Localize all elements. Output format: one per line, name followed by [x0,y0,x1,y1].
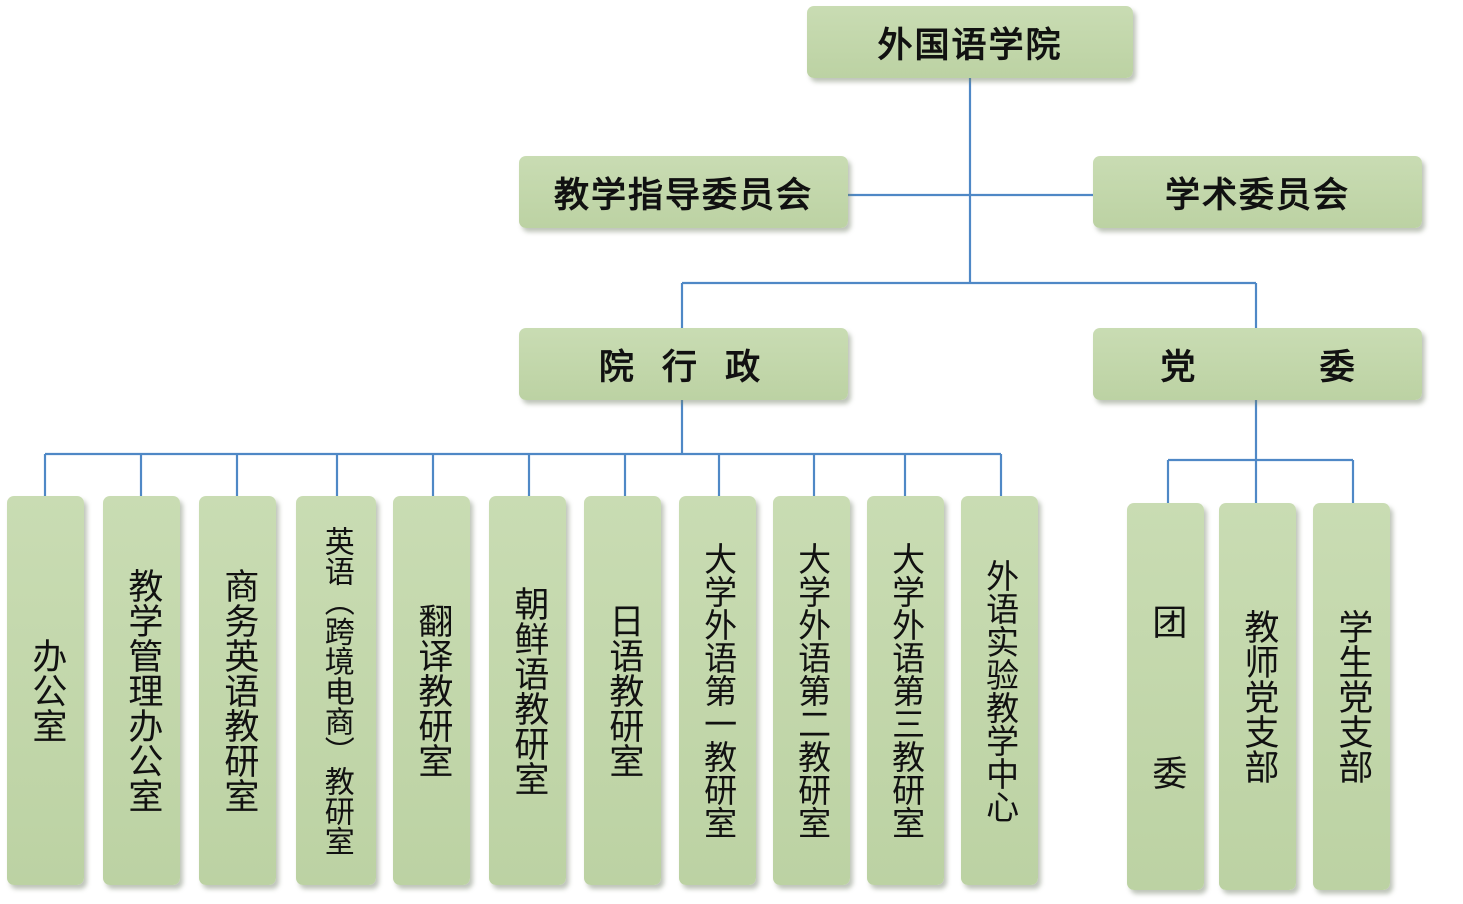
admin-unit-label: 日语教研室 [603,603,644,778]
admin-unit-box: 日语教研室 [584,496,661,885]
admin-unit-box: 教学管理办公室 [103,496,180,885]
admin-unit-box: 大学外语第二教研室 [773,496,850,885]
party-unit-box: 学生党支部 [1313,503,1390,890]
teaching-committee-box: 教学指导委员会 [519,156,848,228]
admin-unit-label: 朝鲜语教研室 [508,585,549,796]
admin-unit-box: 大学外语第三教研室 [867,496,944,885]
root-node-box: 外国语学院 [807,6,1133,78]
academic-committee-box: 学术委员会 [1093,156,1422,228]
party-unit-box: 教师党支部 [1219,503,1296,890]
party-unit-label: 教师党支部 [1238,609,1279,784]
academic-committee-label: 学术委员会 [1164,175,1350,216]
admin-unit-label: 英语（跨境电商）教研室 [318,525,354,856]
admin-unit-label: 教学管理办公室 [122,568,163,813]
party-unit-box: 团 委 [1127,503,1204,890]
party-branch-box: 党 委 [1093,328,1422,400]
admin-unit-label: 大学外语第三教研室 [886,542,926,839]
admin-unit-label: 外语实验教学中心 [980,558,1020,823]
admin-unit-box: 英语（跨境电商）教研室 [296,496,376,885]
admin-unit-box: 翻译教研室 [393,496,470,885]
admin-unit-label: 商务英语教研室 [218,568,259,813]
party-unit-label: 学生党支部 [1332,609,1373,784]
admin-unit-box: 外语实验教学中心 [961,496,1038,885]
party-unit-label: 团 委 [1146,603,1187,828]
admin-unit-label: 翻译教研室 [412,603,453,778]
root-node-label: 外国语学院 [877,25,1063,66]
admin-unit-label: 办公室 [26,638,67,743]
teaching-committee-label: 教学指导委员会 [553,175,813,216]
admin-unit-box: 朝鲜语教研室 [489,496,566,885]
admin-unit-label: 大学外语第一教研室 [698,542,738,839]
party-branch-label: 党 委 [1160,347,1411,388]
admin-unit-label: 大学外语第二教研室 [792,542,832,839]
admin-branch-box: 院 行 政 [519,328,848,400]
admin-unit-box: 大学外语第一教研室 [679,496,756,885]
admin-unit-box: 办公室 [7,496,84,885]
admin-branch-label: 院 行 政 [598,347,769,388]
admin-unit-box: 商务英语教研室 [199,496,276,885]
